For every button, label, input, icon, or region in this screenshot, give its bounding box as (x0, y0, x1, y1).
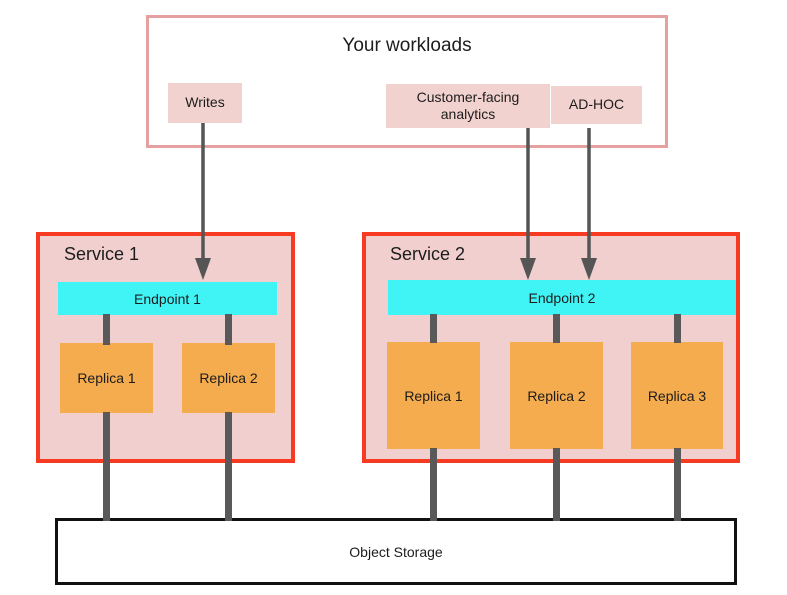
service-1-box: Service 1 Endpoint 1 Replica 1 Replica 2 (36, 232, 295, 463)
service-1-title: Service 1 (64, 244, 140, 264)
object-storage-box: Object Storage (55, 518, 737, 585)
workloads-box: Your workloads Writes Customer-facing an… (146, 15, 668, 148)
service-1-replica-2: Replica 2 (182, 343, 275, 413)
service-2-replica-3: Replica 3 (631, 342, 723, 449)
service-2-replica-2: Replica 2 (510, 342, 603, 449)
service-2-title: Service 2 (390, 244, 466, 264)
service-1-replica-1: Replica 1 (60, 343, 153, 413)
workload-writes: Writes (168, 83, 242, 123)
workload-customer-facing-analytics: Customer-facing analytics (386, 84, 550, 128)
workloads-title: Your workloads (342, 35, 472, 56)
service-2-replica-1: Replica 1 (387, 342, 480, 449)
workload-ad-hoc: AD-HOC (551, 86, 642, 124)
object-storage-label: Object Storage (349, 543, 443, 560)
service-2-endpoint: Endpoint 2 (388, 280, 736, 315)
service-2-box: Service 2 Endpoint 2 Replica 1 Replica 2… (362, 232, 740, 463)
service-1-endpoint: Endpoint 1 (58, 282, 277, 315)
